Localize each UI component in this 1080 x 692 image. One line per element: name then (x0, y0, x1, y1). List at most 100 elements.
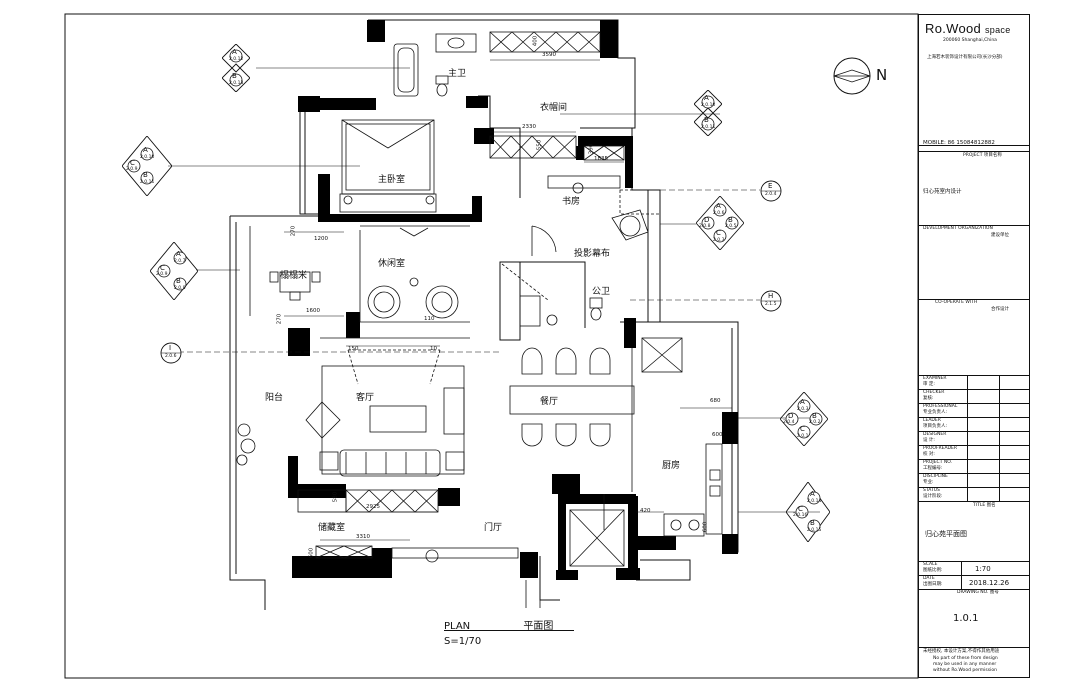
room-label-public-bath: 公卫 (592, 287, 611, 297)
marker-ref: 2.0.11 (140, 180, 155, 185)
status-cn: 设计阶段: (923, 494, 943, 499)
discipline-cn: 专业: (923, 480, 934, 485)
project-name: 归心苑室内设计 (923, 189, 962, 195)
dimension-label: 400 (532, 35, 539, 47)
scale-divider (961, 561, 962, 589)
marker-letter: B (812, 412, 817, 420)
marker-letter: A (232, 48, 237, 56)
marker-ref: 2.0.5 (725, 224, 737, 229)
north-label: N (876, 66, 888, 84)
foyer-fixtures (391, 494, 605, 608)
title-label: TITLE 图名 (973, 503, 996, 508)
marker-ref: 2.0.8 (699, 224, 711, 229)
room-label-tatami: 榻榻米 (280, 271, 308, 281)
designer-cn: 设 计: (923, 438, 935, 443)
section-ref: 2.0.4 (765, 192, 777, 197)
elevation-marker-4: A 2.0.7 C 2.0.9 B 2.0.8 (149, 241, 199, 301)
dimension-label: 3310 (356, 534, 370, 540)
elevation-marker-5: A 2.0.6 D 2.0.8 B 2.0.5 C 2.0.3 (695, 195, 745, 251)
logo-sub: space (984, 25, 1011, 35)
dimension-label: 600 (308, 547, 315, 559)
mobile: MOBILE: 86 15084812882 (923, 140, 995, 146)
marker-letter: D (788, 412, 794, 420)
drawing-number: 1.0.1 (953, 613, 979, 624)
marker-letter: A (143, 146, 148, 154)
marker-ref: 2.0.15 (807, 528, 822, 533)
elevation-marker-6: A 2.0.3 D 2.0.4 B 2.0.2 C 2.0.1 (779, 391, 829, 447)
marker-letter: B (728, 216, 733, 224)
sheet-border (64, 13, 919, 679)
dimension-label: 600 (712, 432, 723, 438)
dimension-label: 270 (290, 225, 297, 237)
marker-ref: 2.0.3 (713, 238, 725, 243)
marker-ref: 2.0.11 (701, 125, 716, 130)
notice-cn: 未经授权, 本设计方案,不得作其他用途 (923, 649, 1000, 654)
marker-letter: C (800, 425, 805, 433)
notice-en-3: without Ro.Wood permission (933, 668, 997, 673)
study-furniture (501, 175, 661, 301)
marker-diamond-icon (221, 43, 251, 93)
marker-diamond-icon (121, 135, 173, 197)
cooperate-label: CO-OPERATE WITH (935, 300, 978, 305)
section-marker-i: I 2.0.6 (160, 342, 182, 364)
marker-diamond-icon (779, 391, 829, 447)
kitchen-fixtures (663, 443, 723, 537)
room-label-master-bath: 主卫 (448, 69, 467, 79)
section-marker-e: E 2.0.4 (760, 180, 782, 202)
dev-org-label: DEVELOPMENT ORGANIZATION (923, 226, 993, 231)
marker-letter: C (716, 229, 721, 237)
room-label-master-bedroom: 主卧室 (378, 175, 406, 185)
plan-title-cn: 平面图 (523, 621, 554, 632)
dimension-label: 110 (424, 316, 435, 322)
bed (339, 119, 437, 213)
drawing-no-cn: 图号 (989, 590, 999, 595)
plan-title: PLAN 平面图 S=1/70 (444, 617, 574, 647)
dimension-label: 420 (640, 508, 651, 514)
professional-en: PROFESSIONAL (923, 404, 958, 409)
marker-ref: 2.0.6 (713, 211, 725, 216)
marker-letter: D (704, 216, 710, 224)
marker-letter: A (800, 398, 805, 406)
room-label-lounge: 休闲室 (378, 259, 406, 269)
dimension-label: 580 (332, 491, 339, 503)
date-value: 2018.12.26 (969, 579, 1010, 587)
discipline-en: DISCIPLINE (923, 474, 948, 479)
marker-ref: 2.0.3 (797, 407, 809, 412)
bath-fixtures (393, 33, 603, 327)
company-address: 200060 Shanghai,China (943, 38, 997, 43)
dimension-label: 680 (710, 398, 721, 404)
lounge-furniture (359, 225, 470, 323)
cooperate-cn: 合作设计 (991, 307, 1009, 312)
drawing-no-label: DRAWING NO. 图号 (957, 590, 999, 596)
project-no-en: PROJECT NO. (923, 460, 953, 465)
room-label-dining: 餐厅 (540, 397, 559, 407)
company-name-cn: 上海若木装饰设计有限公司(长沙分部) (927, 55, 1003, 60)
dimension-label: 270 (276, 313, 283, 325)
drawing-no-en: DRAWING NO. (957, 590, 989, 595)
marker-ref: 2.0.7 (174, 259, 186, 264)
plan-title-en: PLAN (444, 621, 471, 632)
date-cn: 出图日期: (923, 582, 943, 587)
marker-ref: 2.0.12 (229, 57, 244, 62)
dimension-label: 10 (430, 346, 437, 352)
dimension-label: 3590 (542, 52, 556, 58)
marker-letter: B (143, 171, 148, 179)
scale-en: SCALE (923, 562, 938, 567)
section-circle-icon (160, 342, 182, 364)
professional-cn: 专业负责人: (923, 410, 948, 415)
elevation-marker-7: A 2.0.14 C 2.0.16 B 2.0.15 (785, 481, 831, 543)
section-circle-icon (760, 290, 782, 312)
section-ref: 2.1.5 (765, 302, 777, 307)
leader-cn: 项目负责人: (923, 424, 948, 429)
leader-en: LEADER (923, 418, 941, 423)
dimension-label: 550 (536, 139, 543, 151)
marker-ref: 2.0.14 (807, 499, 822, 504)
status-en: STATUS (923, 488, 940, 493)
